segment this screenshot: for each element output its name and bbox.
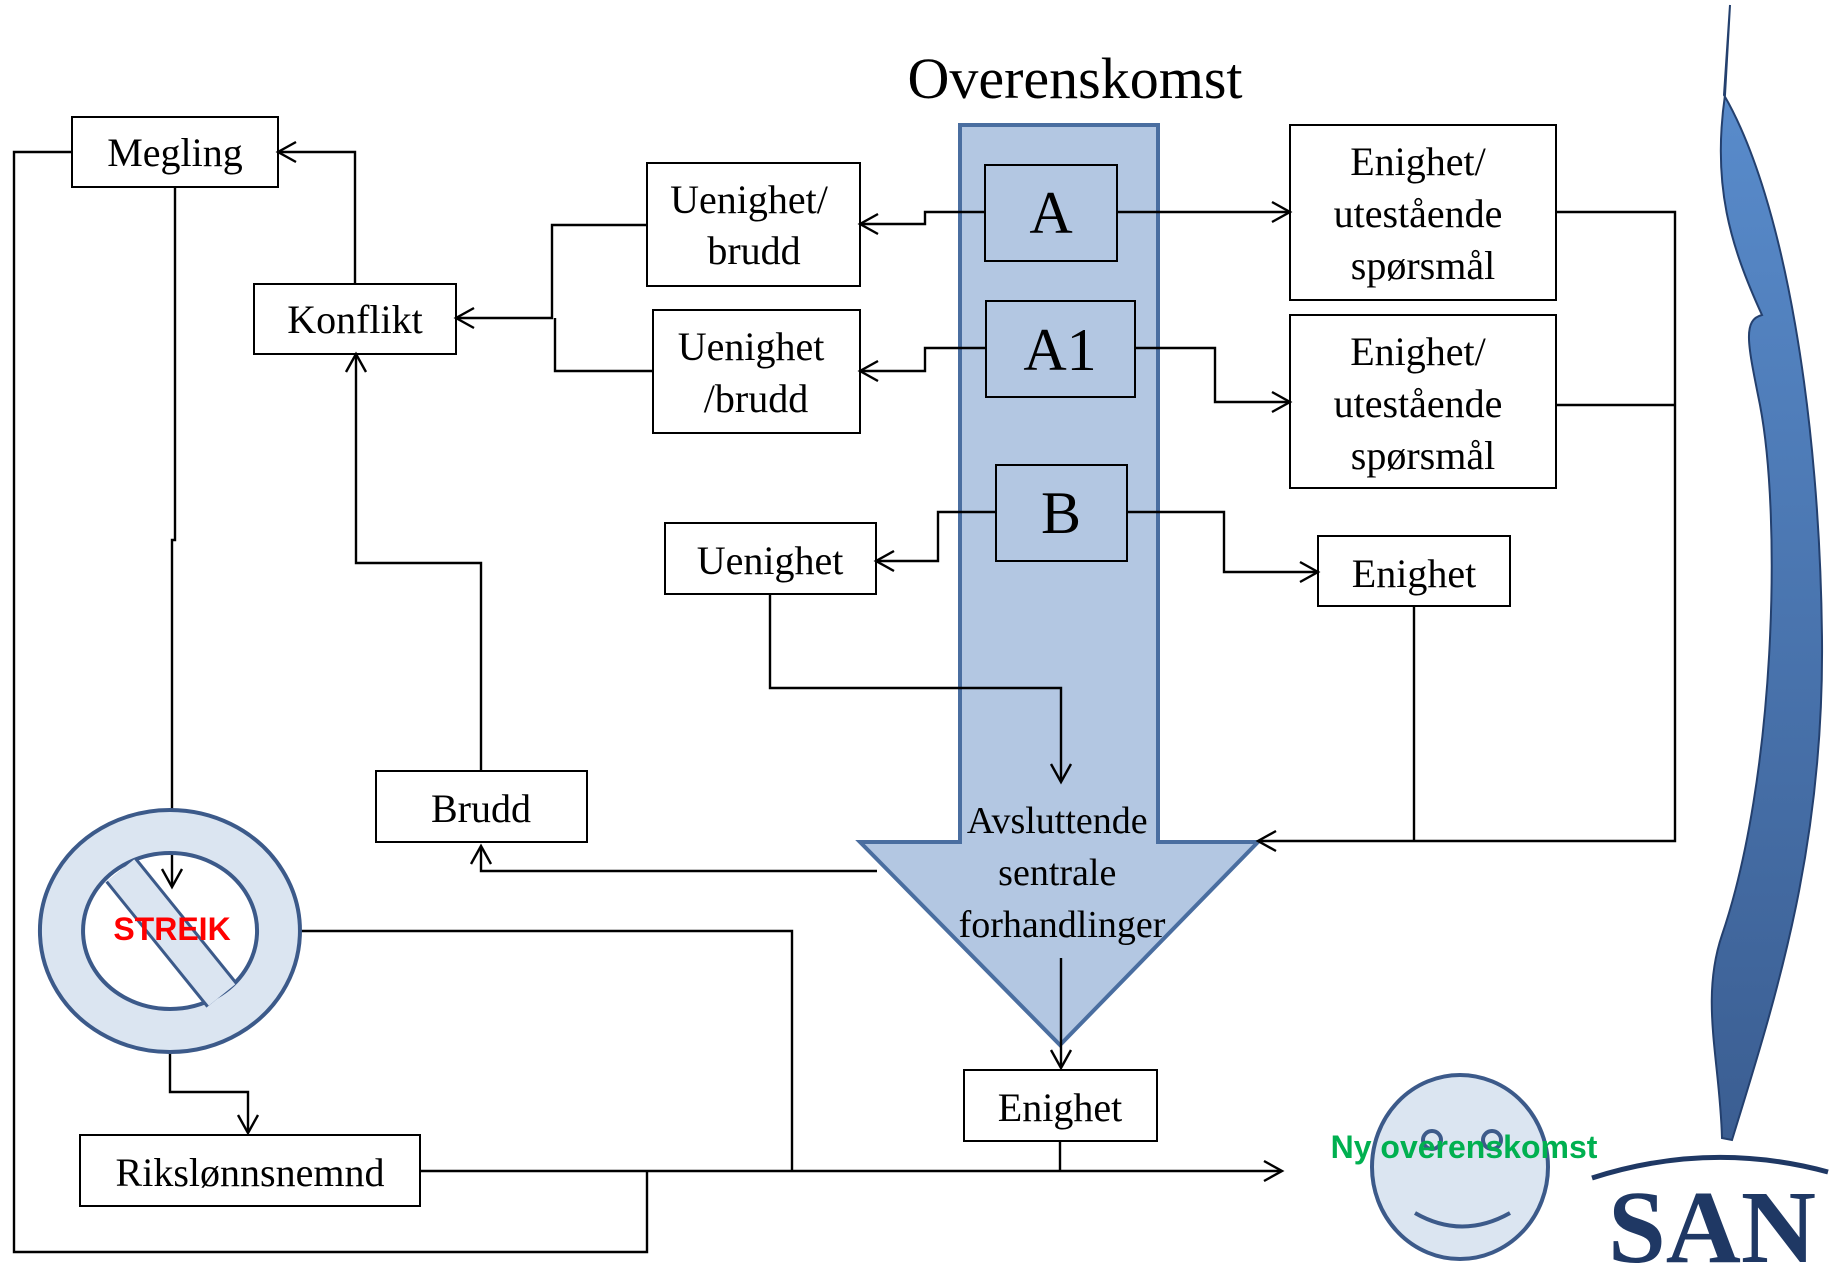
arrowhead-konflikt	[453, 306, 475, 330]
enighet-a1-label: Enighet/ utestående spørsmål	[1334, 329, 1513, 478]
connectors	[12, 150, 1677, 1254]
line-streik-loop	[300, 929, 794, 1171]
line-megling-streik	[170, 187, 177, 887]
arrowhead-ny	[1263, 1159, 1285, 1183]
arrowhead-enighet-a1	[1271, 390, 1293, 414]
uenighet-brudd-a1-line1: Uenighet	[678, 324, 825, 369]
uenighet-brudd-a1-label: Uenighet /brudd	[678, 324, 835, 421]
stage-b-box	[995, 464, 1128, 562]
brudd-box	[375, 770, 588, 843]
curved-cycle-arrow	[1710, 4, 1824, 1142]
line-megling-loop	[12, 150, 649, 1254]
avsluttende-line1: Avsluttende	[967, 800, 1148, 842]
enighet-final-box	[963, 1069, 1158, 1142]
ny-overenskomst-label: Ny overenskomst	[1331, 1129, 1598, 1165]
enighet-a-line2: utestående	[1334, 191, 1503, 236]
enighet-a-line3: spørsmål	[1351, 243, 1495, 288]
enighet-a-line1: Enighet/	[1350, 139, 1486, 184]
central-down-arrow	[855, 123, 1263, 1048]
avsluttende-line2: sentrale	[998, 852, 1116, 894]
avsluttende-label: Avsluttende sentrale forhandlinger	[959, 800, 1166, 946]
uenighet-brudd-a1-line2: /brudd	[704, 376, 808, 421]
uenighet-brudd-a-line1: Uenighet/	[670, 177, 829, 222]
enighet-a-label: Enighet/ utestående spørsmål	[1334, 139, 1513, 288]
line-a1-uenighet	[860, 346, 986, 373]
arrowhead-collector	[1255, 829, 1277, 853]
arrowhead-enighet-b	[1299, 560, 1321, 584]
enighet-a1-line3: spørsmål	[1351, 433, 1495, 478]
streik-label: STREIK	[113, 911, 230, 947]
arrowheads	[160, 140, 1321, 1183]
line-konflikt-megling	[278, 150, 357, 284]
stage-a1-label: A1	[1023, 317, 1096, 383]
line-uenighet-a-konflikt	[456, 223, 647, 320]
arrowhead-streik	[160, 868, 184, 890]
no-sign-icon	[38, 808, 302, 1054]
line-uenighet-b-avsluttende	[768, 594, 1063, 782]
enighet-b-label: Enighet	[1352, 551, 1476, 596]
enighet-a-box	[1289, 124, 1557, 301]
arrowhead-riks	[236, 1114, 260, 1136]
arrowhead-uenighet-a1	[857, 359, 879, 383]
enighet-a1-line2: utestående	[1334, 381, 1503, 426]
arrowhead-konflikt-up	[344, 351, 368, 373]
line-b-enighet	[1127, 510, 1318, 574]
arrowhead-enighet-a	[1271, 200, 1293, 224]
brudd-label: Brudd	[431, 786, 531, 831]
rikslonnsnemnd-label: Rikslønnsnemnd	[116, 1150, 385, 1195]
streik-no-sign	[38, 808, 302, 1054]
arrowhead-megling	[275, 140, 297, 164]
line-brudd-konflikt	[354, 354, 483, 771]
enighet-a1-box	[1289, 314, 1557, 489]
stage-b-label: B	[1041, 480, 1081, 546]
logo-arc	[1591, 1154, 1829, 1181]
line-uenighet-a1-konflikt	[553, 318, 653, 373]
san-logo: SAN	[1591, 1154, 1829, 1267]
arrowhead-uenighet-a	[857, 212, 879, 236]
line-a-uenighet	[860, 210, 985, 226]
line-b-uenighet	[876, 510, 996, 563]
title: Overenskomst	[907, 46, 1242, 111]
enighet-final-label: Enighet	[998, 1085, 1122, 1130]
no-sign-slash-fill	[107, 859, 236, 1006]
avsluttende-line3: forhandlinger	[959, 904, 1166, 946]
enighet-a1-line1: Enighet/	[1350, 329, 1486, 374]
uenighet-b-box	[664, 522, 877, 595]
line-avsluttende-brudd	[479, 846, 877, 873]
stage-a1-box	[985, 300, 1136, 398]
smiley-icon	[1370, 1073, 1550, 1261]
konflikt-box	[253, 283, 457, 355]
konflikt-label: Konflikt	[287, 297, 423, 342]
line-a1-enighet	[1135, 346, 1290, 404]
arrowhead-brudd	[469, 843, 493, 865]
logo-text: SAN	[1608, 1170, 1816, 1267]
uenighet-b-label: Uenighet	[697, 538, 844, 583]
uenighet-brudd-a1-box	[652, 309, 861, 434]
uenighet-brudd-a-line2: brudd	[707, 228, 800, 273]
uenighet-brudd-a-label: Uenighet/ brudd	[670, 177, 838, 273]
stage-a-label: A	[1029, 180, 1072, 246]
megling-label: Megling	[107, 130, 243, 175]
arrowhead-enighet-final	[1049, 1049, 1073, 1071]
arrowhead-avsluttende	[1049, 763, 1073, 785]
line-enighet-a-collector	[1258, 210, 1677, 843]
arrowhead-uenighet-b	[873, 549, 895, 573]
line-streik-riks	[168, 1052, 250, 1133]
